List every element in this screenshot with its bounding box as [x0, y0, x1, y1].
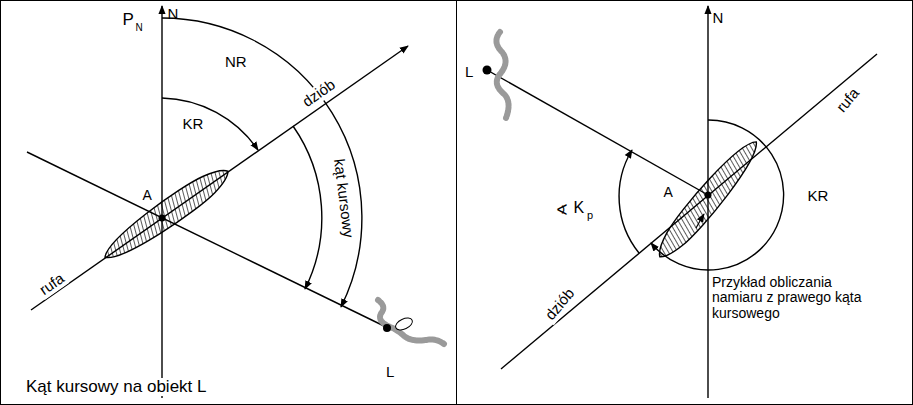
ship-center [159, 215, 166, 222]
ship-hull [650, 134, 766, 265]
north-label: N [713, 10, 724, 27]
north-symbol: P [123, 11, 134, 30]
point-label: A [662, 185, 675, 200]
angle-letter: K [574, 199, 585, 217]
point-label: A [141, 188, 154, 203]
heading-mark [696, 214, 704, 228]
right-panel-figure [483, 6, 878, 398]
bow-label: dziób [541, 283, 579, 324]
kr-arc [162, 98, 258, 150]
kr-label: KR [181, 116, 206, 133]
nr-arc [162, 18, 362, 307]
nr-label: NR [223, 54, 249, 71]
north-label: N [168, 6, 179, 23]
relative-bearing-arc [619, 150, 639, 253]
ship-hull [98, 161, 235, 268]
ship-center [705, 192, 712, 199]
object-dot [483, 66, 492, 75]
bow-label: dziób [298, 75, 340, 111]
bearing-line [27, 152, 384, 326]
object-symbol [394, 316, 415, 333]
relative-bearing-arc [293, 126, 322, 289]
example-note: Przykład obliczania namiaru z prawego ką… [710, 275, 864, 321]
stern-label: rufa [35, 268, 69, 299]
object-label: L [386, 364, 394, 381]
relative-bearing-label: kąt kursowy [330, 155, 357, 240]
north-subscript: N [136, 22, 143, 33]
left-panel-figure [27, 6, 444, 398]
bearing-line [487, 70, 708, 195]
frame-divider [456, 0, 457, 405]
coastline [496, 32, 508, 118]
ship-axis-line [501, 54, 877, 369]
ship-axis-line [31, 46, 408, 310]
kr-circle-arc [651, 120, 784, 270]
coastline [378, 300, 444, 344]
object-dot [383, 324, 391, 332]
angle-subscript: p [587, 209, 593, 221]
object-label: L [465, 64, 473, 81]
kr-label: KR [806, 188, 831, 205]
stern-label: rufa [832, 83, 864, 116]
panel-caption: Kąt kursowy na obiekt L [24, 378, 208, 397]
angle-symbol: ∢ [556, 202, 569, 219]
